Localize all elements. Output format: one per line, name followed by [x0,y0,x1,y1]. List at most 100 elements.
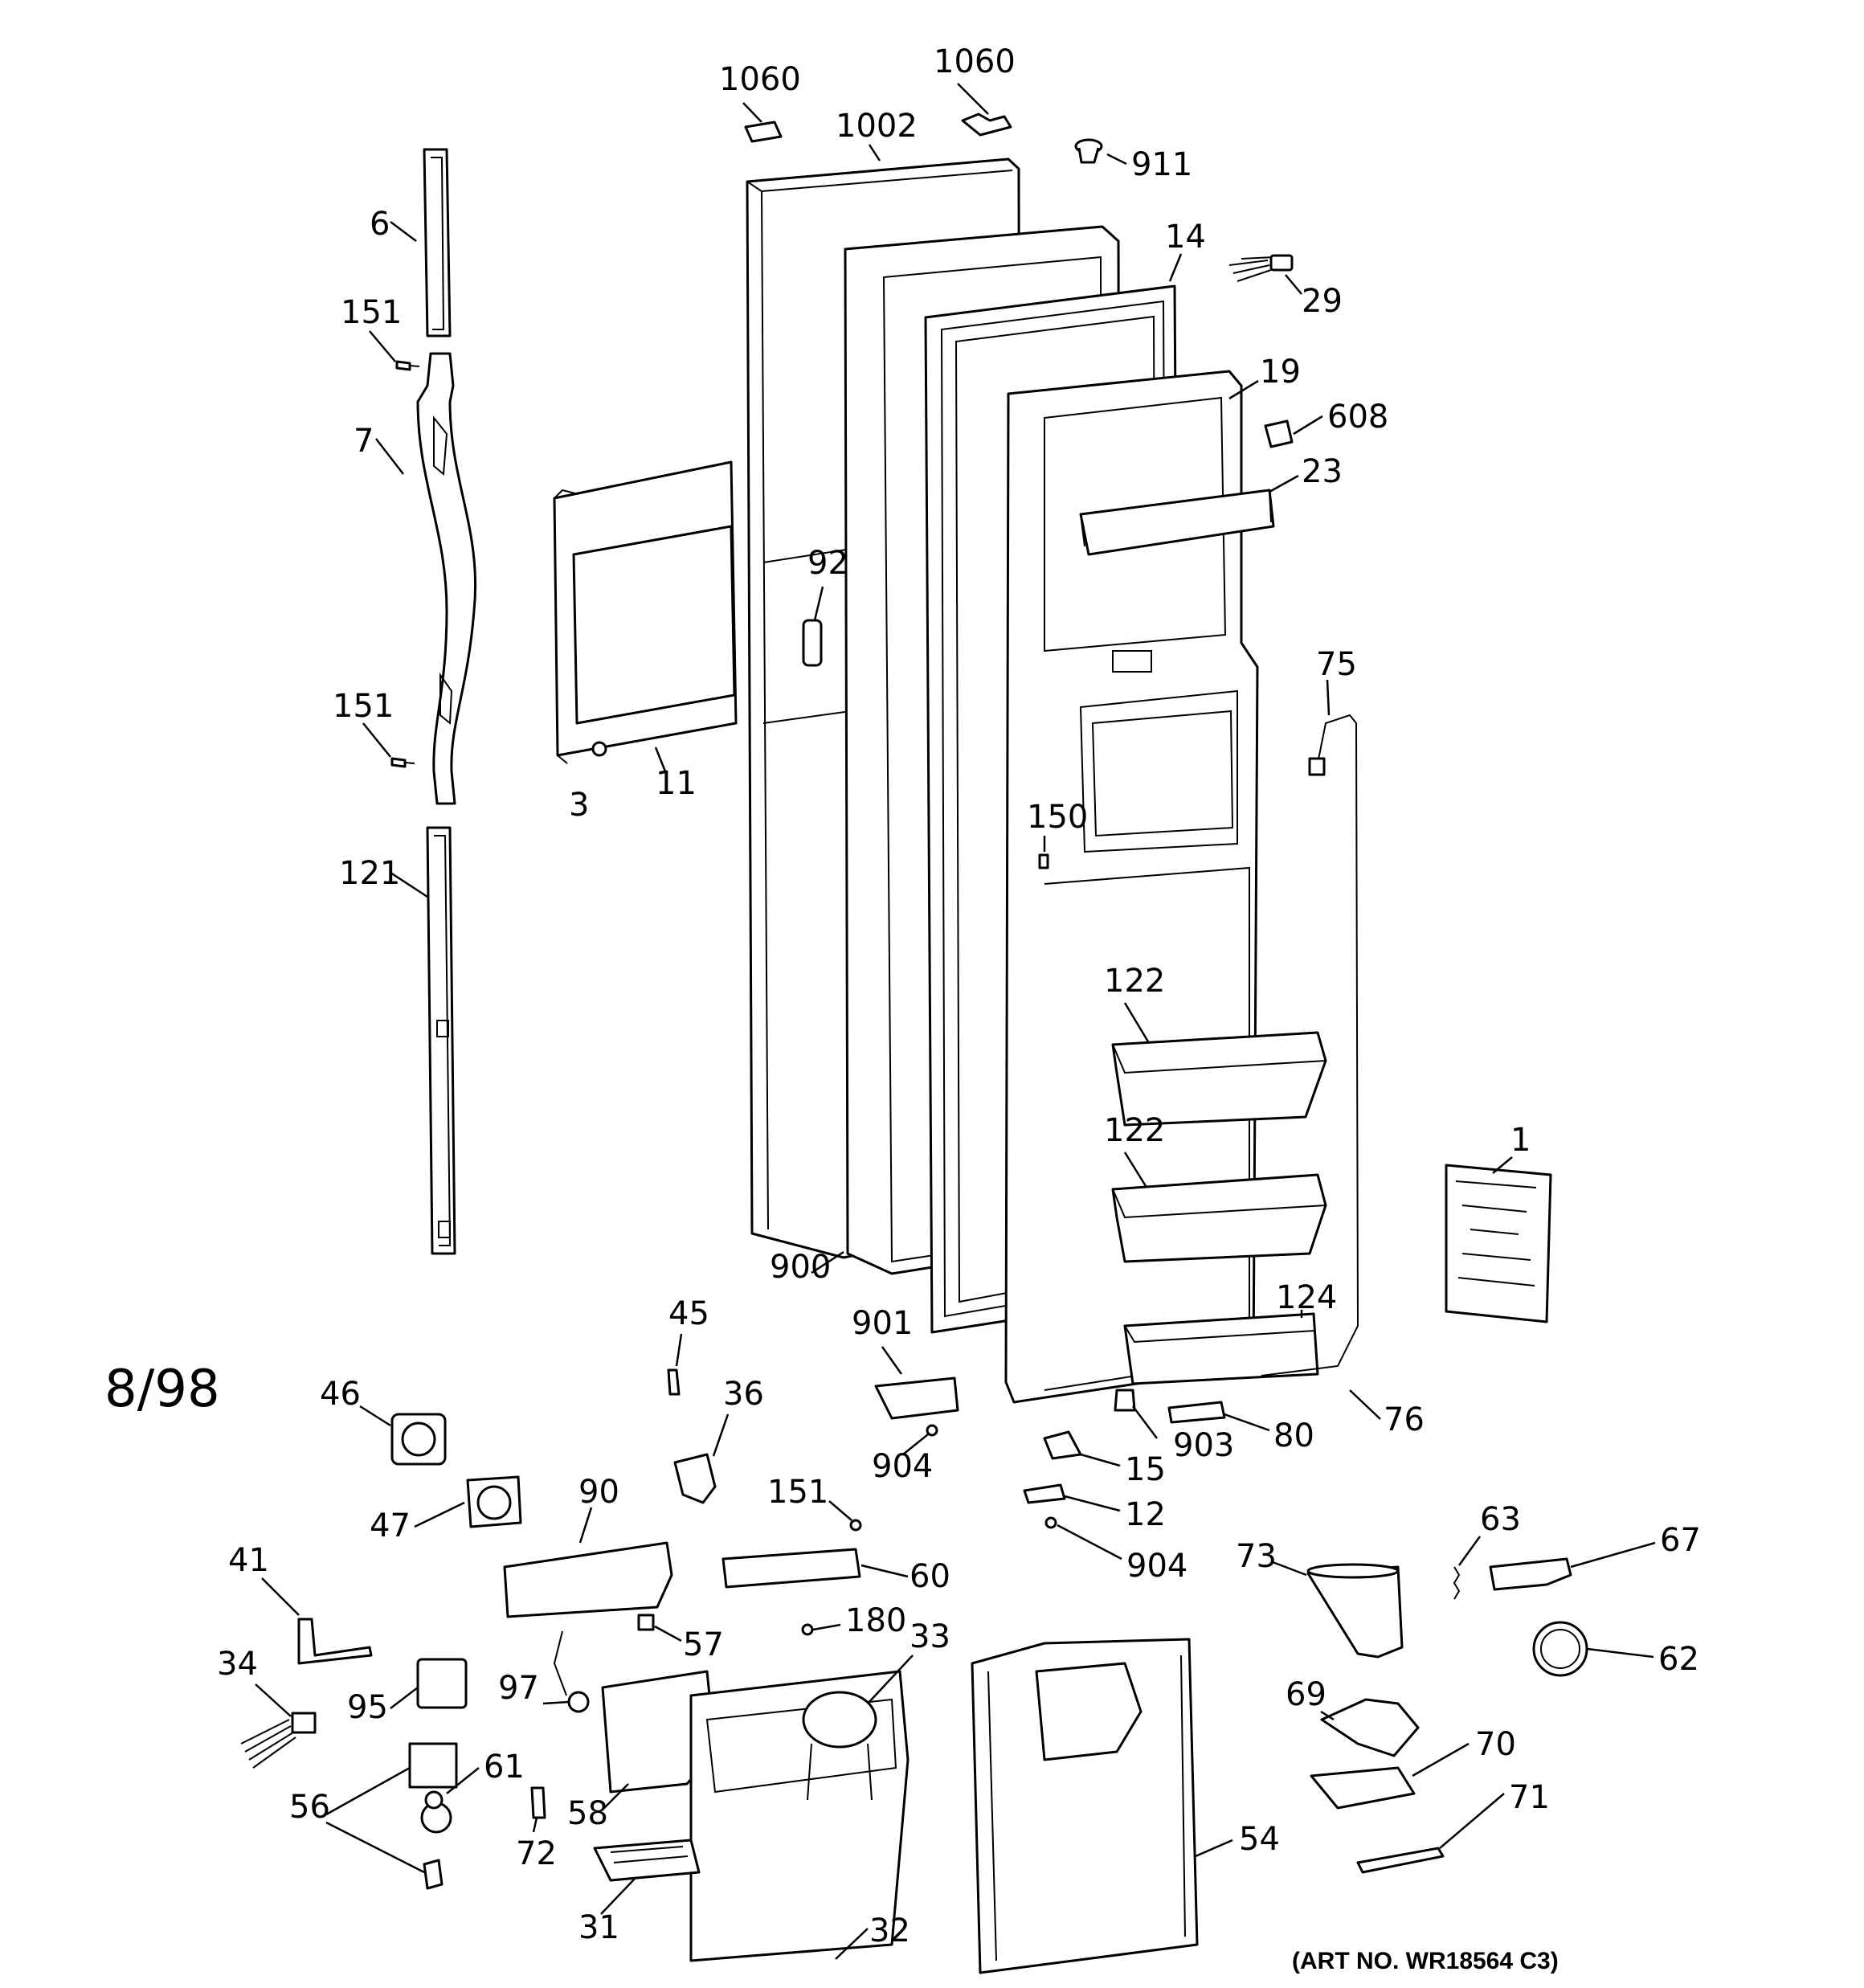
callout-leader-80 [1224,1413,1270,1432]
callout-leader-72 [532,1817,538,1833]
callout-label-71: 71 [1509,1779,1550,1816]
callout-leader-29 [1285,274,1302,295]
callout-leader-121 [390,871,428,898]
callout-label-901: 901 [852,1305,913,1342]
callout-label-904: 904 [872,1448,933,1485]
callout-leader-900 [811,1250,844,1274]
part-19-door-liner [1004,370,1259,1404]
part-7-handle [416,352,477,805]
callout-label-56: 56 [289,1789,330,1826]
part-6-trim-strip [423,148,452,337]
part-31-tray [593,1839,701,1882]
callout-leader-76 [1349,1389,1381,1420]
part-46-knob [390,1413,447,1466]
callout-leader-12 [1064,1495,1121,1512]
callout-label-90: 90 [578,1474,619,1511]
callout-label-122: 122 [1104,1112,1165,1149]
callout-leader-6 [390,221,417,242]
art-number: (ART NO. WR18564 C3) [1292,1948,1559,1974]
callout-leader-19 [1228,379,1259,400]
callout-label-15: 15 [1125,1451,1166,1488]
callout-leader-61 [446,1767,480,1794]
part-1-manual [1445,1164,1552,1323]
part-124-tray [1123,1312,1319,1385]
part-150-screw [1038,853,1049,869]
callout-leader-97 [542,1700,570,1705]
callout-label-41: 41 [228,1542,269,1579]
part-36-bracket [673,1453,717,1504]
callout-label-75: 75 [1316,646,1357,683]
callout-label-903: 903 [1173,1427,1234,1464]
callout-label-67: 67 [1660,1522,1701,1559]
part-1060-clip-left [744,121,783,143]
part-180-screw [801,1623,814,1636]
date-code: 8/98 [104,1360,220,1419]
callout-leader-63 [1457,1536,1482,1566]
callout-leader-75 [1326,679,1331,716]
part-904-screw-upper [926,1424,938,1437]
callout-label-911: 911 [1131,146,1192,183]
callout-leader-95 [390,1687,419,1709]
callout-leader-54 [1195,1839,1233,1858]
part-1060-clip-right [961,112,1012,137]
callout-leader-608 [1293,415,1323,436]
part-23-shelf [1079,489,1275,556]
part-95-switch [416,1658,468,1709]
part-34-harness [240,1712,317,1769]
callout-leader-62 [1587,1647,1654,1659]
callout-label-1: 1 [1510,1122,1531,1159]
part-608-connector [1264,419,1294,448]
callout-leader-70 [1412,1742,1470,1777]
part-72-clip [530,1786,546,1819]
callout-label-33: 33 [910,1618,950,1655]
callout-leader-45 [675,1333,683,1367]
part-3-screw [591,741,607,757]
part-80-fitting [1167,1401,1226,1424]
callout-leader-122 [1123,1002,1151,1044]
callout-leader-67 [1570,1541,1656,1569]
callout-label-29: 29 [1302,283,1343,320]
callout-leader-11 [654,747,667,772]
screw-151-upper [395,360,420,371]
callout-label-180: 180 [845,1602,906,1639]
callout-leader-57 [654,1625,682,1642]
part-15-bracket [1043,1430,1082,1460]
callout-leader-903 [1132,1405,1158,1439]
callout-label-57: 57 [683,1626,724,1663]
part-75-tube [1261,714,1359,1376]
callout-label-31: 31 [578,1909,619,1946]
callout-label-124: 124 [1276,1279,1337,1316]
callout-label-608: 608 [1327,399,1388,436]
callout-leader-15 [1080,1453,1121,1467]
callout-label-54: 54 [1239,1821,1280,1858]
part-56-lamp-socket [408,1742,458,1890]
part-54-cover [971,1638,1199,1974]
part-69-lever [1320,1698,1420,1757]
callout-label-3: 3 [569,787,589,824]
part-57-clip [637,1614,655,1631]
callout-label-95: 95 [347,1689,388,1726]
callout-label-76: 76 [1384,1401,1425,1438]
callout-leader-151 [828,1500,852,1521]
callout-label-1002: 1002 [836,108,918,145]
callout-leader-47 [414,1501,465,1528]
callout-label-58: 58 [567,1795,608,1832]
part-67-bracket [1489,1557,1572,1591]
callout-leader-71 [1439,1793,1505,1849]
callout-leader-1002 [868,144,881,162]
part-45-clip [667,1368,681,1396]
callout-label-14: 14 [1165,219,1206,256]
part-901-bracket [874,1376,959,1420]
callout-label-72: 72 [516,1835,557,1872]
part-62-ring [1532,1621,1588,1677]
callout-leader-92 [813,586,824,621]
callout-label-151: 151 [341,294,402,331]
callout-leader-69 [1320,1710,1335,1721]
callout-label-900: 900 [770,1249,831,1286]
callout-label-73: 73 [1236,1538,1277,1575]
part-drawings [240,112,1588,1974]
callout-label-11: 11 [656,765,697,802]
part-61-bulb [424,1790,444,1810]
part-11-panel [553,460,738,764]
